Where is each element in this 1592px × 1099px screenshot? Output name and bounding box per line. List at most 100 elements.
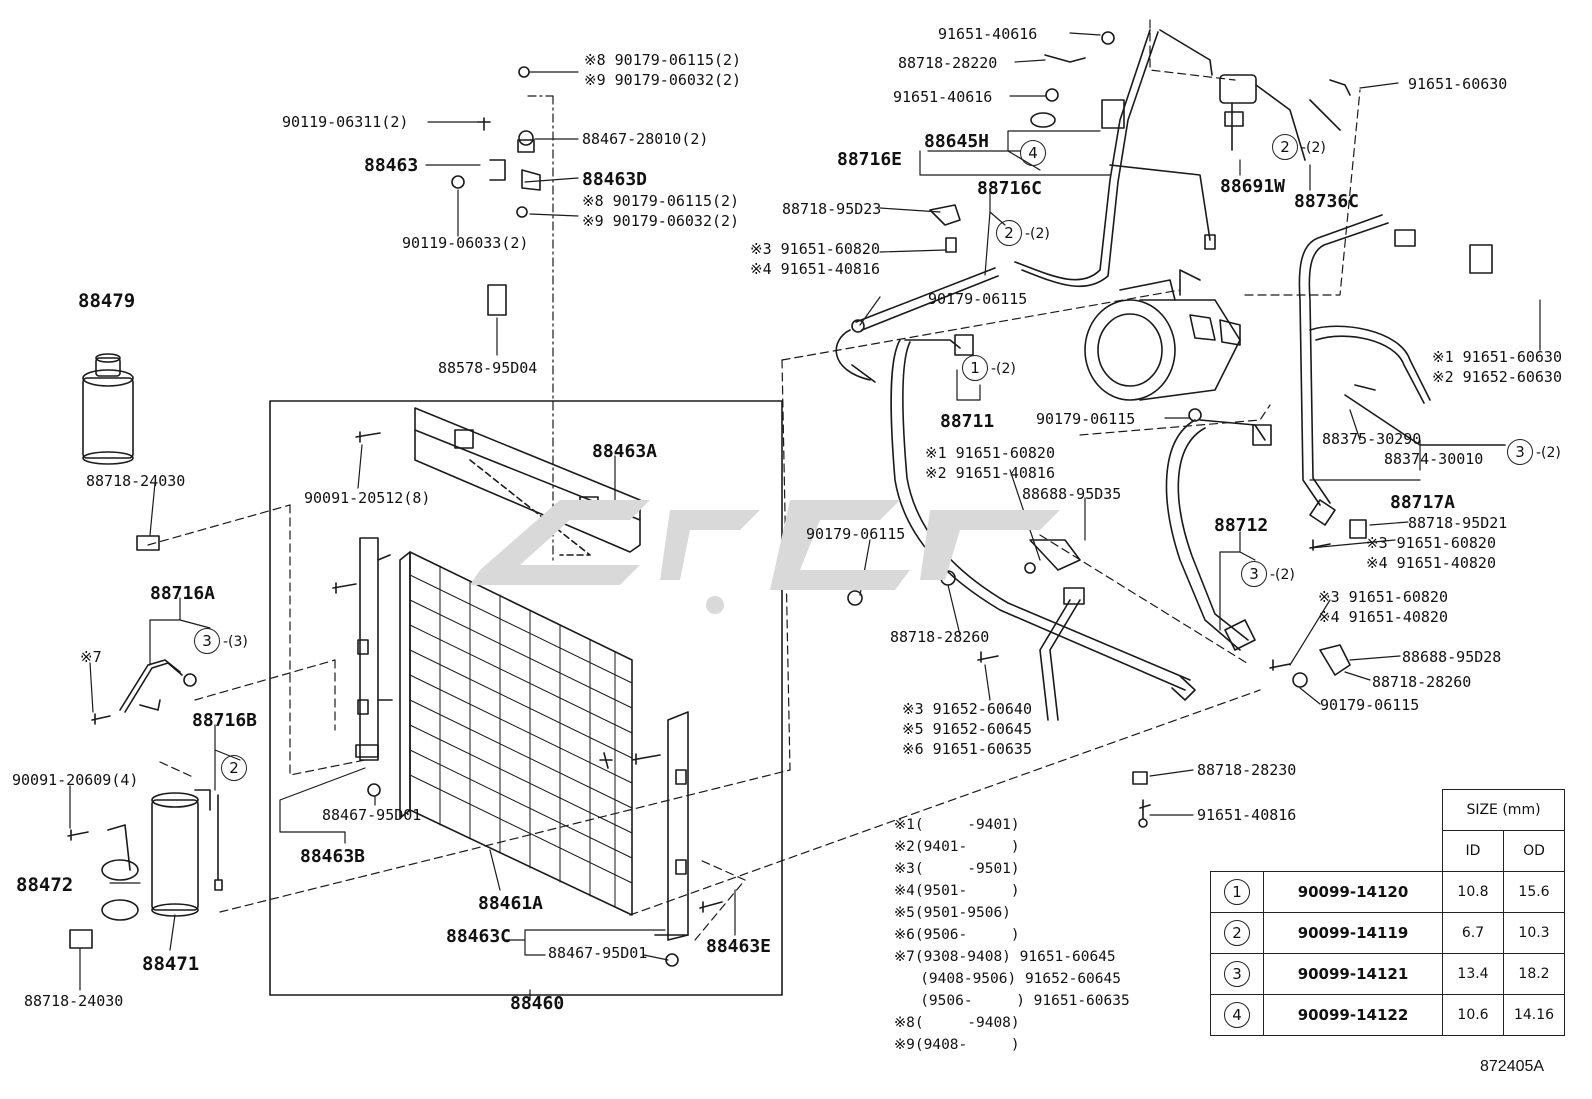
date-note: ※5(9501-9506) — [894, 905, 1011, 921]
circled-ref-qty: -(2) — [1536, 445, 1561, 461]
part-label: ※3 91652-60640 — [902, 700, 1032, 718]
date-note: ※8( -9408) — [894, 1015, 1020, 1031]
figure-number: 872405A — [1480, 1058, 1545, 1075]
hose-88717a — [1298, 79, 1506, 539]
part-label: 88463 — [364, 155, 419, 176]
part-label: ※1 91651-60630 — [1432, 348, 1562, 366]
part-label: 90179-06115 — [928, 290, 1028, 308]
size-ref-number: 1 — [1224, 879, 1250, 905]
part-label: 88717A — [1390, 492, 1456, 513]
pressure-switch-88691w — [1219, 74, 1306, 161]
circled-ref: 1-(2) — [962, 355, 1016, 381]
date-note: ※1( -9401) — [894, 817, 1020, 833]
part-label: ※1 91651-60820 — [925, 444, 1055, 462]
right-bracket — [654, 711, 689, 941]
date-note: (9408-9506) 91652-60645 — [894, 971, 1121, 987]
circled-ref-number: 2 — [996, 220, 1022, 246]
receiver-dryer-88471 — [67, 535, 223, 949]
part-label: 88711 — [940, 411, 995, 432]
part-label: ※5 91652-60645 — [902, 720, 1032, 738]
part-label: 88712 — [1214, 515, 1269, 536]
part-label: ※2 91652-60630 — [1432, 368, 1562, 386]
part-label: 88479 — [78, 290, 136, 312]
circled-ref: 3-(2) — [1241, 561, 1295, 587]
part-label: 88460 — [510, 993, 565, 1014]
part-label: ※3 91651-60820 — [1366, 534, 1496, 552]
part-label: ※8 90179-06115(2) — [582, 192, 740, 210]
top-clamp-parts — [451, 66, 541, 316]
circled-ref: 3-(3) — [194, 628, 248, 654]
date-note: ※4(9501- ) — [894, 883, 1020, 899]
part-label: ※2 91651-40816 — [925, 464, 1055, 482]
part-label: 90091-20609(4) — [12, 771, 139, 789]
part-label: 88716A — [150, 583, 216, 604]
part-label: 88718-28260 — [890, 628, 990, 646]
part-label: ※4 91651-40820 — [1318, 608, 1448, 626]
part-label: 88736C — [1294, 191, 1360, 212]
part-label: 91651-60630 — [1408, 75, 1508, 93]
part-label: 88718-95D23 — [782, 200, 882, 218]
part-label: ※9 90179-06032(2) — [584, 71, 742, 89]
compressor — [1084, 269, 1241, 401]
part-label: ※3 91651-60820 — [1318, 588, 1448, 606]
circled-ref: 4 — [1020, 140, 1046, 166]
part-label: 88471 — [142, 953, 200, 975]
size-part-cell: 90099-14119 — [1263, 912, 1443, 954]
circled-ref-number: 3 — [1241, 561, 1267, 587]
size-id-cell: 6.7 — [1442, 912, 1504, 954]
size-part-cell: 90099-14120 — [1263, 871, 1443, 913]
part-label: 90179-06115 — [1320, 696, 1420, 714]
size-id-cell: 10.8 — [1442, 871, 1504, 913]
size-ref-number: 2 — [1224, 920, 1250, 946]
circled-ref-qty: -(2) — [1301, 140, 1326, 156]
receiver-88479 — [82, 353, 134, 465]
circled-ref-qty: -(3) — [223, 634, 248, 650]
size-od-cell: 18.2 — [1503, 953, 1565, 995]
date-note: ※2(9401- ) — [894, 839, 1020, 855]
part-label: 90119-06311(2) — [282, 113, 409, 131]
part-label: 88472 — [16, 874, 74, 896]
part-label: ※8 90179-06115(2) — [584, 51, 742, 69]
part-label: 88718-24030 — [24, 992, 124, 1010]
part-label: 88375-30290 — [1322, 430, 1422, 448]
part-label: 90091-20512(8) — [304, 489, 431, 507]
part-label: 88463D — [582, 169, 648, 190]
size-ref-cell: 1 — [1210, 871, 1264, 913]
part-label: 91651-40616 — [938, 25, 1038, 43]
bolts — [332, 431, 723, 967]
left-bracket — [355, 537, 393, 761]
part-label: ※4 91651-40820 — [1366, 554, 1496, 572]
part-label: 88467-95D01 — [322, 806, 422, 824]
watermark-logo — [470, 500, 1060, 614]
part-label: 90179-06115 — [806, 525, 906, 543]
part-label: 88463E — [706, 936, 772, 957]
part-label: ※4 91651-40816 — [750, 260, 880, 278]
part-label: ※6 91651-60635 — [902, 740, 1032, 758]
part-label: 88374-30010 — [1384, 450, 1484, 468]
size-id-cell: 10.6 — [1442, 994, 1504, 1036]
circled-ref-qty: -(2) — [991, 361, 1016, 377]
date-note: (9506- ) 91651-60635 — [894, 993, 1130, 1009]
circled-ref-number: 3 — [1507, 439, 1533, 465]
part-label: 88688-95D35 — [1022, 485, 1122, 503]
part-label: 88461A — [478, 893, 544, 914]
size-od-cell: 15.6 — [1503, 871, 1565, 913]
date-note: ※9(9408- ) — [894, 1037, 1020, 1053]
circled-ref-qty: -(2) — [1025, 226, 1050, 242]
circled-ref: 2-(2) — [996, 220, 1050, 246]
hose-88711 — [890, 334, 1196, 701]
pipe-lower-center — [847, 539, 1085, 721]
part-label: 88688-95D28 — [1402, 648, 1502, 666]
date-note: ※6(9506- ) — [894, 927, 1020, 943]
size-table-subheader: ID OD — [1211, 830, 1565, 872]
part-label: 88463B — [300, 846, 366, 867]
part-label: 88645H — [924, 131, 990, 152]
hose-88712 — [1165, 408, 1272, 651]
hose-88716e — [835, 29, 1216, 383]
part-label: 88467-28010(2) — [582, 130, 709, 148]
